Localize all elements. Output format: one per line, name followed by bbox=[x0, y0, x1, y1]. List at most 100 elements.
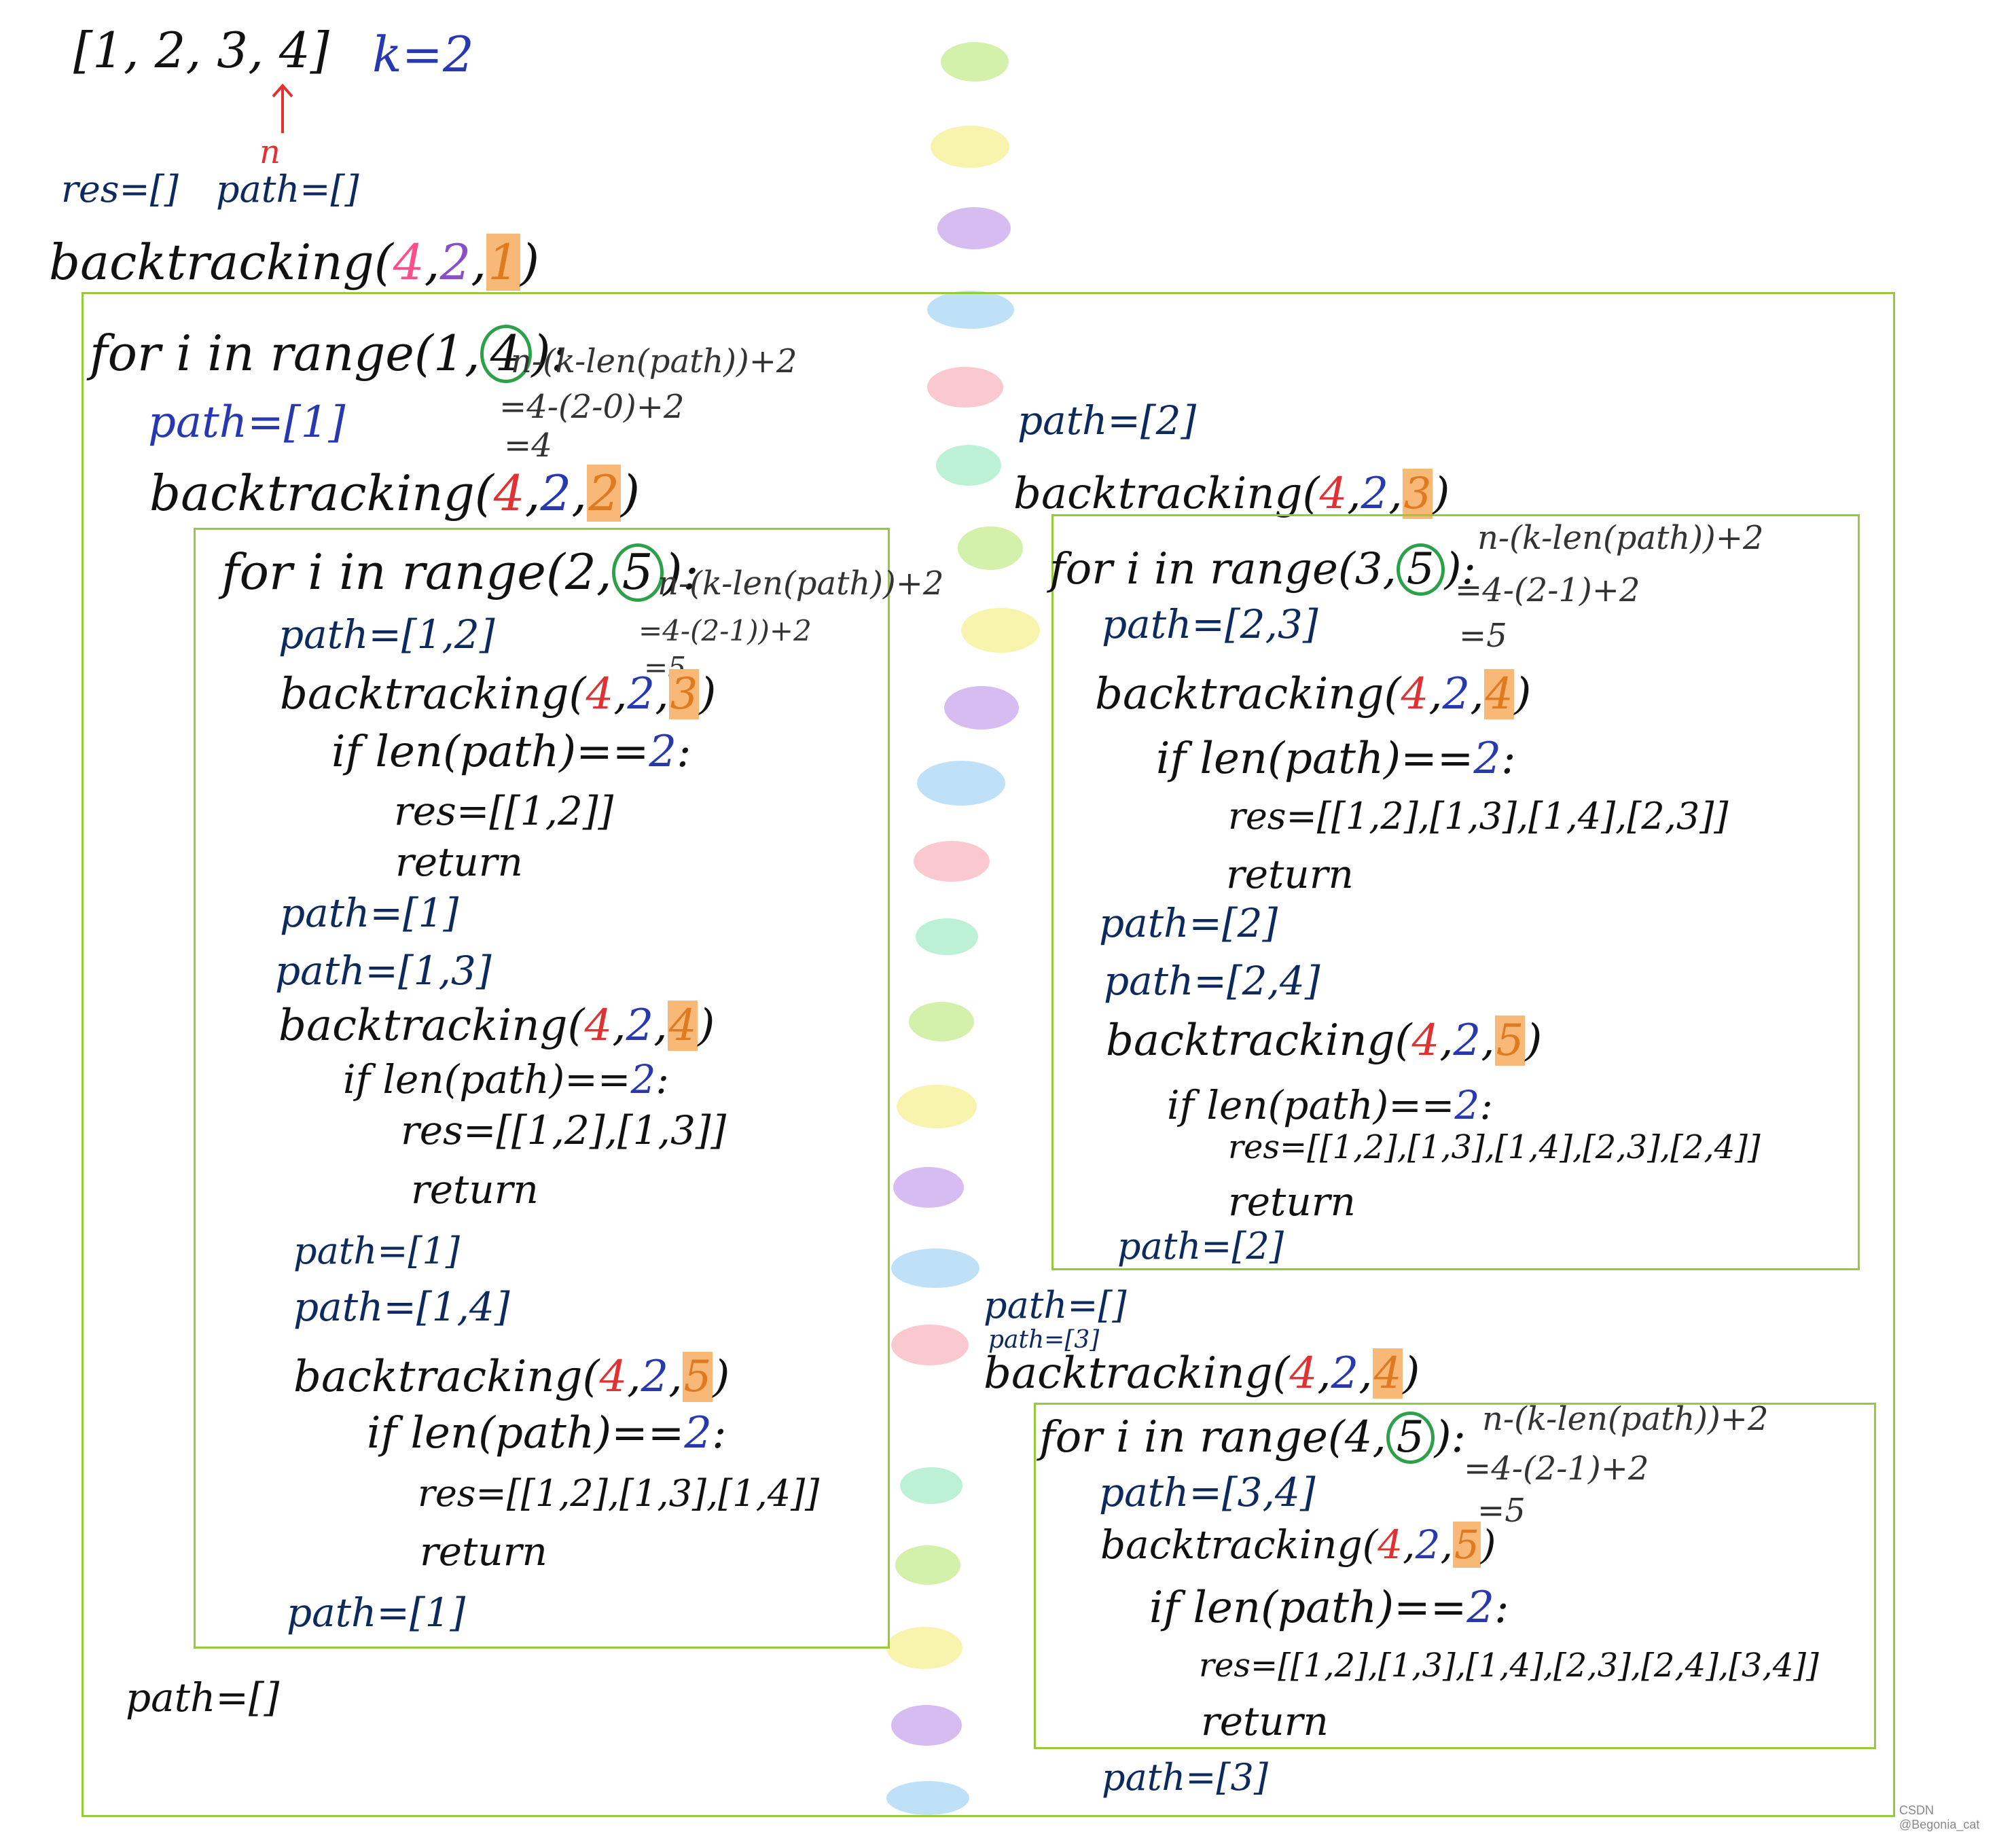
i1-for-loop: for i in range(2,5): bbox=[221, 543, 699, 602]
range-end-circle: 5 bbox=[1396, 543, 1445, 596]
pastel-blob bbox=[927, 291, 1014, 329]
pastel-blob bbox=[900, 1467, 962, 1504]
pastel-blob bbox=[944, 686, 1019, 730]
pointer-arrow-icon bbox=[272, 83, 293, 133]
path-2-back: path=[2] bbox=[1117, 1225, 1284, 1268]
input-list: [1, 2, 3, 4] bbox=[73, 22, 329, 79]
i3-for-loop: for i in range(4,5): bbox=[1039, 1412, 1466, 1465]
pastel-blob bbox=[961, 608, 1040, 653]
pastel-blob bbox=[891, 1705, 962, 1746]
level1-formula-line3: =4 bbox=[504, 427, 552, 465]
if-len-check: if len(path)==2: bbox=[1156, 734, 1516, 784]
pastel-blob bbox=[927, 367, 1003, 408]
res-value: res=[[1,2],[1,3],[1,4],[2,3],[2,4],[3,4]… bbox=[1199, 1647, 1819, 1685]
pastel-blob bbox=[916, 918, 978, 955]
res-value: res=[[1,2],[1,3],[1,4],[2,3],[2,4]] bbox=[1228, 1128, 1761, 1166]
pastel-blob bbox=[909, 1002, 974, 1041]
root-call: backtracking(4,2,1) bbox=[49, 234, 540, 291]
if-len-check: if len(path)==2: bbox=[1149, 1583, 1509, 1633]
pastel-blob bbox=[937, 207, 1011, 249]
return-stmt: return bbox=[1228, 1179, 1356, 1225]
path-1-back: path=[1] bbox=[293, 1229, 460, 1272]
if-len-check: if len(path)==2: bbox=[367, 1408, 727, 1458]
pastel-blob bbox=[897, 1085, 977, 1128]
path-1-3: path=[1,3] bbox=[275, 948, 492, 994]
pastel-blob bbox=[891, 1325, 969, 1365]
path-3-back: path=[3] bbox=[1102, 1756, 1268, 1799]
path-2-back: path=[2] bbox=[1099, 900, 1278, 946]
res-value: res=[[1,2]] bbox=[394, 788, 614, 834]
if-len-check: if len(path)==2: bbox=[331, 727, 691, 777]
path-1-back: path=[1] bbox=[280, 890, 459, 936]
range-end-circle: 5 bbox=[1386, 1412, 1435, 1465]
call-start-5-i2: backtracking(4,2,5) bbox=[1106, 1016, 1543, 1066]
return-stmt: return bbox=[1201, 1698, 1329, 1744]
pastel-blob bbox=[914, 841, 990, 882]
range-end-circle: 5 bbox=[611, 543, 664, 602]
pastel-blob bbox=[893, 1167, 964, 1208]
path-2-3: path=[2,3] bbox=[1102, 601, 1318, 647]
res-value: res=[[1,2],[1,3],[1,4]] bbox=[418, 1472, 820, 1515]
path-1-4: path=[1,4] bbox=[293, 1284, 510, 1330]
path-init: path=[] bbox=[216, 168, 359, 211]
path-empty: path=[] bbox=[984, 1284, 1127, 1327]
i1-formula-line1: n-(k-len(path))+2 bbox=[658, 564, 944, 603]
return-stmt: return bbox=[1226, 851, 1354, 897]
fn-name: backtracking( bbox=[49, 234, 393, 291]
pointer-label: n bbox=[259, 133, 281, 171]
res-value: res=[[1,2],[1,3],[1,4],[2,3]] bbox=[1228, 795, 1729, 838]
res-value: res=[[1,2],[1,3]] bbox=[401, 1107, 727, 1153]
path-1-back: path=[1] bbox=[287, 1589, 466, 1636]
path-2-4: path=[2,4] bbox=[1104, 958, 1320, 1004]
level1-formula-line1: n-(k-len(path))+2 bbox=[511, 342, 797, 380]
res-init: res=[] bbox=[61, 168, 179, 211]
pastel-blob bbox=[936, 445, 1001, 486]
i2-formula-line3: =5 bbox=[1459, 617, 1507, 655]
call-start-5-i3: backtracking(4,2,5) bbox=[1100, 1522, 1496, 1568]
pastel-blob bbox=[895, 1545, 960, 1585]
i3-formula-line3: =5 bbox=[1477, 1492, 1526, 1530]
pastel-blob bbox=[941, 42, 1009, 82]
k-value: k=2 bbox=[372, 26, 474, 83]
if-len-check: if len(path)==2: bbox=[1167, 1082, 1493, 1128]
call-start-2: backtracking(4,2,2) bbox=[149, 465, 641, 522]
call-start-3: backtracking(4,2,3) bbox=[280, 669, 717, 719]
path-2: path=[2] bbox=[1018, 397, 1197, 444]
inner-box-i1 bbox=[194, 528, 890, 1649]
call-start-4-i3: backtracking(4,2,4) bbox=[984, 1348, 1420, 1399]
range-end-circle: 4 bbox=[480, 325, 532, 383]
inner-box-i2 bbox=[1051, 514, 1860, 1270]
pastel-blob bbox=[931, 126, 1009, 168]
level1-formula-line2: =4-(2-0)+2 bbox=[499, 388, 685, 426]
path-1-2: path=[1,2] bbox=[278, 611, 495, 658]
pastel-blob bbox=[891, 1249, 979, 1288]
return-stmt: return bbox=[411, 1166, 539, 1213]
pastel-blob bbox=[917, 761, 1005, 806]
return-stmt: return bbox=[420, 1528, 547, 1575]
i1-formula-line2: =4-(2-1))+2 bbox=[638, 614, 812, 647]
watermark: CSDN @Begonia_cat bbox=[1899, 1803, 1980, 1831]
return-stmt: return bbox=[395, 839, 523, 885]
i3-formula-line2: =4-(2-1)+2 bbox=[1464, 1450, 1649, 1488]
if-len-check: if len(path)==2: bbox=[343, 1056, 669, 1102]
arg-k: 2 bbox=[439, 234, 471, 291]
call-start-3-i2: backtracking(4,2,3) bbox=[1013, 469, 1450, 519]
i2-formula-line2: =4-(2-1)+2 bbox=[1455, 571, 1640, 609]
level1-box bbox=[82, 292, 1895, 1817]
path-1: path=[1] bbox=[148, 397, 346, 448]
level1-for-loop: for i in range(1,4): bbox=[90, 325, 567, 383]
i3-formula-line1: n-(k-len(path))+2 bbox=[1482, 1400, 1769, 1438]
pastel-blob bbox=[886, 1781, 969, 1815]
path-3-4: path=[3,4] bbox=[1099, 1469, 1316, 1515]
path-empty: path=[] bbox=[126, 1674, 280, 1721]
i2-for-loop: for i in range(3,5): bbox=[1049, 543, 1476, 596]
arg-start: 1 bbox=[486, 234, 520, 291]
path-3: path=[3] bbox=[988, 1326, 1100, 1354]
inner-box-i3 bbox=[1034, 1403, 1876, 1749]
call-start-4-i2: backtracking(4,2,4) bbox=[1095, 669, 1532, 719]
pastel-blob bbox=[958, 526, 1023, 570]
arg-n: 4 bbox=[393, 234, 425, 291]
pastel-blob bbox=[886, 1627, 962, 1669]
call-start-5: backtracking(4,2,5) bbox=[293, 1352, 730, 1402]
i2-formula-line1: n-(k-len(path))+2 bbox=[1477, 519, 1764, 557]
